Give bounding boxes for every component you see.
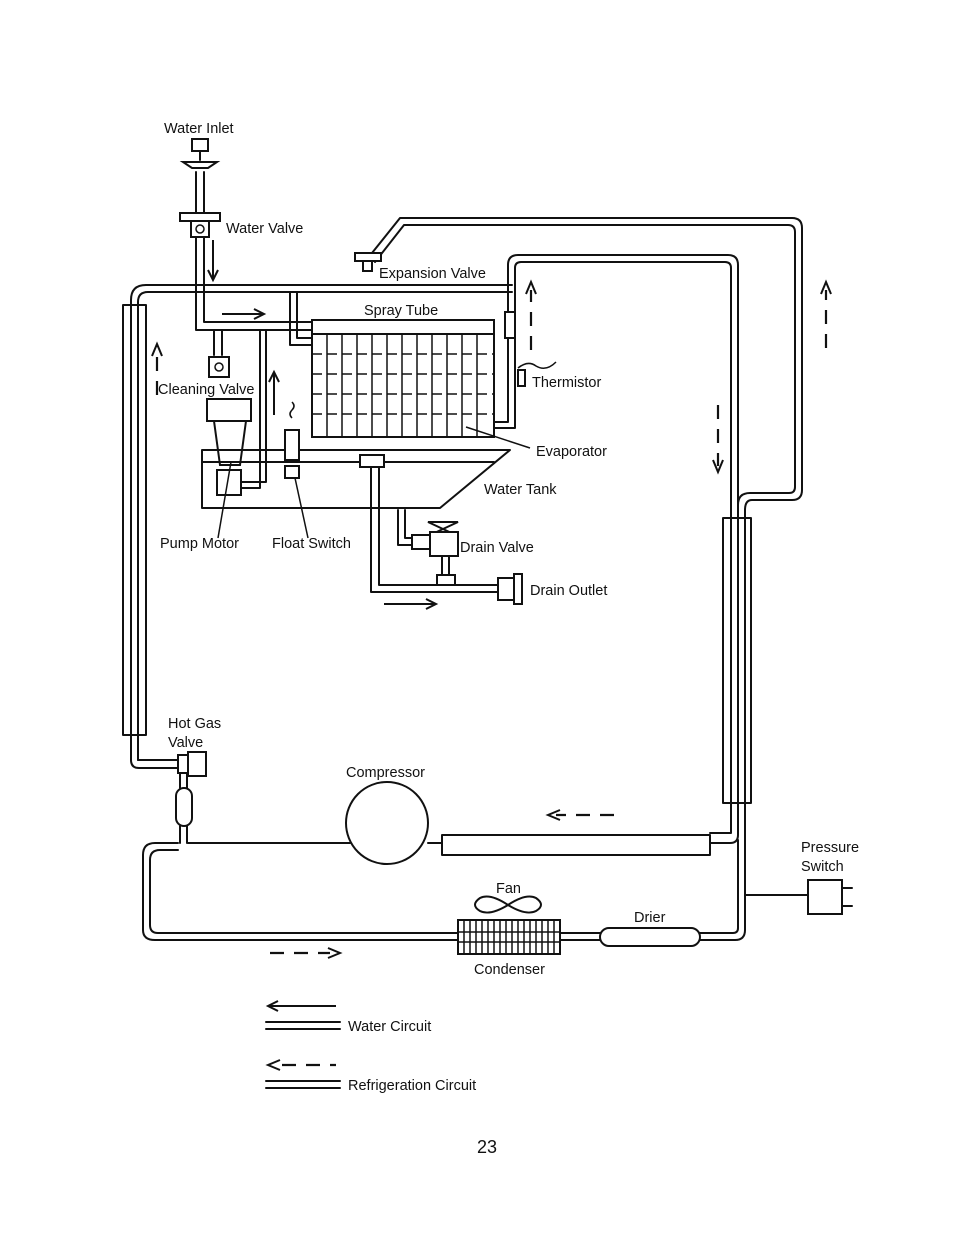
compressor-component bbox=[345, 781, 429, 865]
label-water-valve: Water Valve bbox=[226, 221, 303, 237]
label-drain-outlet: Drain Outlet bbox=[530, 583, 607, 599]
pump-motor-component bbox=[206, 398, 252, 496]
condenser-component bbox=[457, 919, 561, 955]
label-condenser: Condenser bbox=[474, 962, 545, 978]
label-hot-gas-valve-line2: Valve bbox=[168, 735, 203, 751]
fan-component bbox=[474, 895, 542, 914]
leader-lines bbox=[217, 426, 531, 539]
expansion-valve-component bbox=[354, 252, 382, 272]
pressure-switch-component bbox=[807, 879, 853, 915]
label-pressure-switch-line1: Pressure bbox=[801, 840, 859, 856]
drier-component bbox=[599, 927, 701, 947]
label-pump-motor: Pump Motor bbox=[160, 536, 239, 552]
component-labels: Water Inlet Water Valve Expansion Valve … bbox=[158, 121, 859, 978]
drain-valve-component bbox=[411, 521, 459, 586]
legend-refrigeration-circuit-symbol bbox=[265, 1059, 341, 1089]
label-thermistor: Thermistor bbox=[532, 375, 601, 391]
legend-water-circuit-label: Water Circuit bbox=[348, 1019, 431, 1035]
hot-gas-valve-component bbox=[175, 751, 207, 844]
label-cleaning-valve: Cleaning Valve bbox=[158, 382, 254, 398]
evaporator-component bbox=[311, 333, 495, 438]
cleaning-valve-component bbox=[208, 356, 230, 378]
water-valve-component bbox=[179, 212, 221, 238]
label-hot-gas-valve-line1: Hot Gas bbox=[168, 716, 221, 732]
label-spray-tube: Spray Tube bbox=[364, 303, 438, 319]
label-pressure-switch-line2: Switch bbox=[801, 859, 844, 875]
label-float-switch: Float Switch bbox=[272, 536, 351, 552]
thermistor-component bbox=[504, 311, 557, 387]
spray-tube-component bbox=[311, 319, 495, 335]
label-drain-valve: Drain Valve bbox=[460, 540, 534, 556]
legend: Water Circuit Refrigeration Circuit bbox=[265, 1000, 476, 1094]
refrigeration-piping bbox=[122, 217, 809, 941]
flow-arrows bbox=[151, 240, 832, 959]
label-water-inlet: Water Inlet bbox=[164, 121, 234, 137]
water-inlet-fitting bbox=[179, 138, 221, 169]
label-expansion-valve: Expansion Valve bbox=[379, 266, 486, 282]
drain-outlet-component bbox=[497, 573, 523, 605]
label-fan: Fan bbox=[496, 881, 521, 897]
label-water-tank: Water Tank bbox=[484, 482, 557, 498]
label-compressor: Compressor bbox=[346, 765, 425, 781]
float-switch-component bbox=[284, 401, 300, 479]
legend-refrigeration-circuit-label: Refrigeration Circuit bbox=[348, 1078, 476, 1094]
water-tank-component bbox=[201, 449, 511, 509]
label-evaporator: Evaporator bbox=[536, 444, 607, 460]
legend-water-circuit-symbol bbox=[265, 1000, 341, 1030]
label-drier: Drier bbox=[634, 910, 666, 926]
page-number: 23 bbox=[477, 1137, 497, 1157]
